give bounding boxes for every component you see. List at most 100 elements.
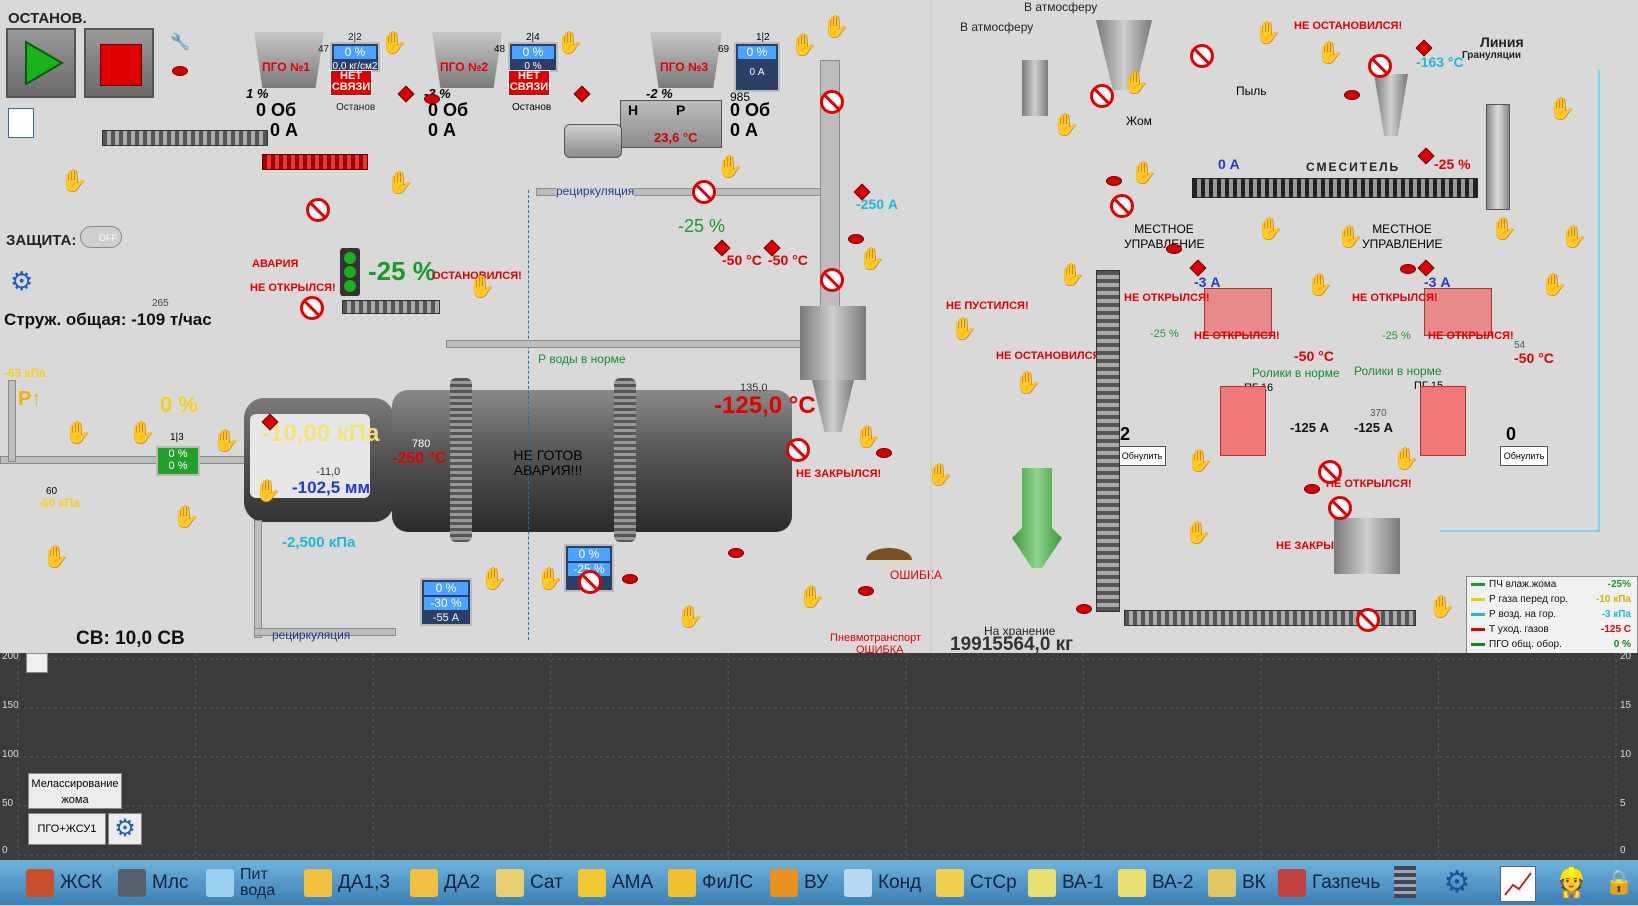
manual-hand-icon[interactable]: ✋ (822, 14, 850, 39)
manual-hand-icon[interactable]: ✋ (1014, 370, 1042, 395)
tab-stsr[interactable]: СтСр (936, 860, 1017, 905)
molasses-button[interactable]: Мелассирование жома (28, 773, 122, 809)
stop-button[interactable] (84, 28, 154, 98)
settings-gear-icon[interactable]: ⚙ (1443, 866, 1471, 899)
manual-hand-icon[interactable]: ✋ (716, 154, 744, 179)
lock-icon[interactable]: 🔒 (1604, 869, 1634, 896)
trend-chart-icon[interactable] (1500, 866, 1536, 902)
valve-meter-13[interactable]: 0 %0 % (156, 446, 200, 476)
bucket-elevator[interactable] (1096, 270, 1120, 612)
manual-hand-icon[interactable]: ✋ (42, 544, 70, 569)
blocked-icon[interactable] (1190, 44, 1214, 68)
manual-hand-icon[interactable]: ✋ (798, 584, 826, 609)
manual-hand-icon[interactable]: ✋ (172, 504, 200, 529)
manual-hand-icon[interactable]: ✋ (1560, 224, 1588, 249)
tab-va1[interactable]: ВА-1 (1028, 860, 1104, 905)
settings-gear-icon[interactable]: ⚙ (10, 266, 34, 296)
pgo1-hopper[interactable] (254, 32, 324, 88)
screw-feeder[interactable] (342, 300, 440, 314)
manual-hand-icon[interactable]: ✋ (676, 604, 704, 629)
red-indicator[interactable] (622, 574, 638, 584)
red-indicator[interactable] (848, 234, 864, 244)
cyclone[interactable] (800, 306, 866, 380)
manual-hand-icon[interactable]: ✋ (1428, 594, 1456, 619)
press-granulator-2[interactable] (1420, 386, 1466, 456)
blocked-icon[interactable] (578, 570, 602, 594)
report-icon[interactable] (8, 108, 34, 138)
manual-hand-icon[interactable]: ✋ (854, 424, 882, 449)
manual-hand-icon[interactable]: ✋ (480, 566, 508, 591)
start-button[interactable] (6, 28, 76, 98)
blocked-icon[interactable] (820, 90, 844, 114)
tab-ama[interactable]: АМА (578, 860, 653, 905)
storage-bin[interactable] (1012, 468, 1062, 568)
red-indicator[interactable] (1400, 264, 1416, 274)
manual-hand-icon[interactable]: ✋ (1306, 272, 1334, 297)
blocked-icon[interactable] (300, 296, 324, 320)
chart-print-icon[interactable] (26, 653, 48, 673)
blocked-icon[interactable] (1090, 84, 1114, 108)
filter-cyclone-1[interactable] (1022, 60, 1048, 116)
manual-hand-icon[interactable]: ✋ (1336, 224, 1364, 249)
red-indicator[interactable] (728, 548, 744, 558)
tab-gazpech[interactable]: Газпечь (1278, 860, 1380, 905)
blocked-icon[interactable] (1328, 496, 1352, 520)
blocked-icon[interactable] (692, 180, 716, 204)
manual-hand-icon[interactable]: ✋ (60, 168, 88, 193)
manual-hand-icon[interactable]: ✋ (950, 316, 978, 341)
manual-hand-icon[interactable]: ✋ (1254, 20, 1282, 45)
manual-hand-icon[interactable]: ✋ (1490, 216, 1518, 241)
blocked-icon[interactable] (1318, 460, 1342, 484)
blocked-icon[interactable] (1368, 54, 1392, 78)
screw-conveyor-alarm[interactable] (262, 154, 368, 170)
manual-hand-icon[interactable]: ✋ (468, 274, 496, 299)
manual-hand-icon[interactable]: ✋ (1052, 112, 1080, 137)
manual-hand-icon[interactable]: ✋ (1548, 96, 1576, 121)
tab-da2[interactable]: ДА2 (410, 860, 480, 905)
cyclone-right[interactable] (1374, 74, 1408, 136)
manual-hand-icon[interactable]: ✋ (254, 478, 282, 503)
granulator-2[interactable] (1424, 288, 1492, 336)
blocked-icon[interactable] (1356, 608, 1380, 632)
pgo2-hopper[interactable] (432, 32, 502, 88)
red-indicator[interactable] (1076, 604, 1092, 614)
manual-hand-icon[interactable]: ✋ (128, 420, 156, 445)
tab-sat[interactable]: Сат (496, 860, 563, 905)
manual-hand-icon[interactable]: ✋ (380, 30, 408, 55)
pgo-zhsu-button[interactable]: ПГО+ЖСУ1 (28, 813, 106, 845)
pgo3-hopper[interactable] (650, 32, 722, 88)
press-granulator-1[interactable] (1220, 386, 1266, 456)
manual-hand-icon[interactable]: ✋ (790, 32, 818, 57)
granulator-1[interactable] (1204, 288, 1272, 336)
manual-hand-icon[interactable]: ✋ (1184, 520, 1212, 545)
fan-motor[interactable] (564, 124, 622, 158)
manual-hand-icon[interactable]: ✋ (858, 246, 886, 271)
pgo2-meter[interactable]: 0 %0 % (508, 42, 558, 72)
wrench-icon[interactable]: 🔧 (170, 34, 190, 51)
red-indicator[interactable] (424, 94, 440, 104)
screw-conveyor-1[interactable] (102, 130, 268, 146)
tab-zhsk[interactable]: ЖСК (26, 860, 102, 905)
menu-lines-icon[interactable] (1394, 866, 1416, 898)
red-indicator[interactable] (1344, 90, 1360, 100)
reset-button-2[interactable]: Обнулить (1500, 446, 1548, 466)
tab-pit-voda[interactable]: Пит вода (206, 860, 284, 905)
chart-settings-gear-icon[interactable]: ⚙ (108, 813, 142, 845)
manual-hand-icon[interactable]: ✋ (212, 428, 240, 453)
pgo3-meter[interactable]: 0 %0 А (734, 42, 780, 92)
manual-hand-icon[interactable]: ✋ (1256, 216, 1284, 241)
cooler[interactable] (1334, 518, 1400, 574)
tab-va2[interactable]: ВА-2 (1118, 860, 1194, 905)
fan-meter-11[interactable]: 0 %-30 %-55 А (420, 578, 472, 626)
red-indicator[interactable] (858, 586, 874, 596)
manual-hand-icon[interactable]: ✋ (1316, 40, 1344, 65)
tab-mls[interactable]: Млс (118, 860, 188, 905)
protection-toggle[interactable]: OFF (80, 226, 122, 248)
manual-hand-icon[interactable]: ✋ (536, 566, 564, 591)
red-indicator[interactable] (1106, 176, 1122, 186)
mixer-screw[interactable] (1192, 178, 1478, 198)
manual-hand-icon[interactable]: ✋ (926, 462, 954, 487)
tab-kond[interactable]: Конд (844, 860, 921, 905)
red-indicator[interactable] (1304, 484, 1320, 494)
manual-hand-icon[interactable]: ✋ (556, 30, 584, 55)
